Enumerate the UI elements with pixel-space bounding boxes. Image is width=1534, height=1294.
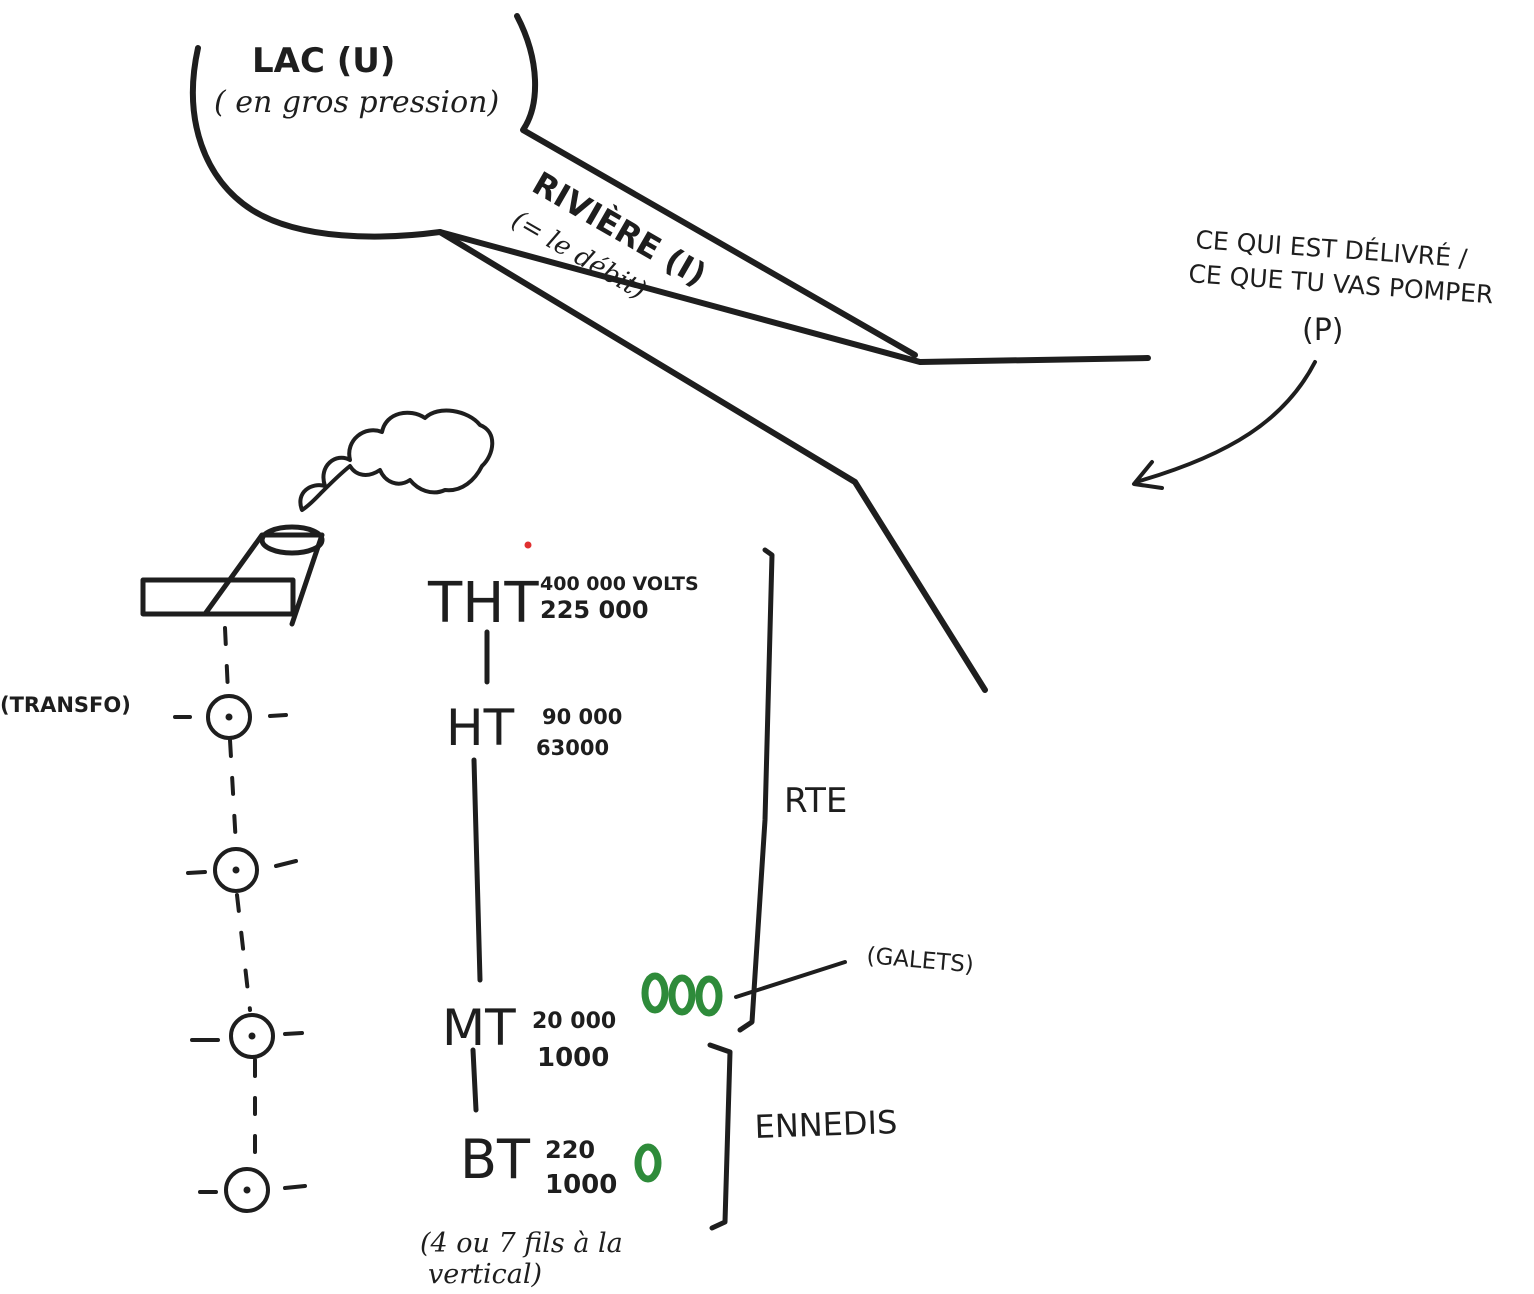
brackets: RTE ENNEDIS bbox=[707, 547, 898, 1231]
bt-note: (4 ou 7 fils à la vertical) bbox=[420, 1228, 623, 1290]
galet-3 bbox=[695, 975, 723, 1017]
level-mt: MT 20 000 1000 bbox=[442, 999, 616, 1073]
transfo-3 bbox=[190, 1013, 304, 1059]
enedis-bracket bbox=[707, 1042, 733, 1231]
transfo-4-core bbox=[243, 1186, 251, 1194]
level-connectors bbox=[470, 629, 490, 1113]
transfo-2-core bbox=[232, 866, 240, 874]
level-ht-v1: 90 000 bbox=[542, 705, 622, 729]
red-dot bbox=[524, 541, 532, 549]
level-mt-name: MT bbox=[442, 999, 516, 1057]
lake-label: LAC (U) bbox=[252, 41, 395, 81]
river-lower-bank bbox=[437, 229, 988, 693]
galets-label: (GALETS) bbox=[865, 943, 974, 978]
transfo-2 bbox=[186, 847, 298, 893]
galet-1 bbox=[641, 972, 669, 1014]
transfo-chain: (TRANSFO) bbox=[0, 626, 307, 1213]
level-ht: HT 90 000 63000 bbox=[446, 699, 622, 760]
transfo-1-core bbox=[225, 713, 233, 721]
level-tht: THT 400 000 VOLTS 225 000 bbox=[427, 571, 699, 636]
level-tht-v2: 225 000 bbox=[540, 596, 649, 624]
lake: LAC (U) ( en gros pression) bbox=[189, 13, 1151, 365]
transfo-label: (TRANSFO) bbox=[0, 693, 131, 717]
factory-base bbox=[140, 577, 296, 617]
level-ht-name: HT bbox=[446, 699, 515, 757]
factory-chimney bbox=[202, 532, 325, 627]
transfo-dashed-line bbox=[223, 626, 257, 1167]
transfo-1-ring bbox=[206, 694, 252, 740]
chimney-top bbox=[259, 524, 325, 556]
transfo-2-ring bbox=[213, 847, 259, 893]
transfo-4-ring bbox=[224, 1167, 270, 1213]
bt-note-line-1: (4 ou 7 fils à la bbox=[420, 1228, 623, 1259]
level-bt: BT 220 1000 bbox=[460, 1128, 617, 1200]
smoke-cloud bbox=[298, 408, 495, 512]
level-bt-v1: 220 bbox=[545, 1136, 595, 1164]
transfo-3-stubs bbox=[190, 1031, 304, 1042]
transfo-1-stubs bbox=[173, 713, 288, 719]
rte-bracket bbox=[737, 547, 775, 1033]
delivered-annotation: CE QUI EST DÉLIVRÉ / CE QUE TU VAS POMPE… bbox=[1132, 225, 1494, 490]
bt-note-line-2: vertical) bbox=[428, 1259, 542, 1290]
factory bbox=[140, 408, 495, 627]
level-bt-name: BT bbox=[460, 1128, 531, 1191]
level-tht-v1: 400 000 VOLTS bbox=[540, 573, 699, 595]
lake-outline bbox=[189, 45, 1151, 365]
level-bt-v2: 1000 bbox=[545, 1170, 617, 1200]
transfo-2-stubs bbox=[186, 859, 298, 875]
lake-right-shore bbox=[514, 13, 918, 358]
delivered-arrow bbox=[1134, 360, 1317, 484]
transfo-3-core bbox=[248, 1032, 256, 1040]
level-tht-name: THT bbox=[427, 571, 539, 636]
galet-2 bbox=[668, 974, 696, 1016]
level-mt-v1: 20 000 bbox=[532, 1009, 616, 1034]
voltage-levels: THT 400 000 VOLTS 225 000 HT 90 000 6300… bbox=[427, 571, 699, 1200]
enedis-label: ENNEDIS bbox=[754, 1103, 898, 1146]
transfo-4 bbox=[198, 1167, 307, 1213]
transfo-1 bbox=[173, 694, 288, 740]
galet-bt bbox=[634, 1143, 662, 1183]
rte-label: RTE bbox=[784, 781, 847, 821]
delivered-arrowhead bbox=[1132, 460, 1164, 490]
delivered-line-3: (P) bbox=[1302, 313, 1344, 348]
transfo-4-stubs bbox=[198, 1184, 307, 1194]
transfo-3-ring bbox=[229, 1013, 275, 1059]
lake-sublabel: ( en gros pression) bbox=[214, 85, 499, 120]
level-ht-v2: 63000 bbox=[536, 736, 609, 760]
level-mt-v2: 1000 bbox=[537, 1043, 609, 1073]
